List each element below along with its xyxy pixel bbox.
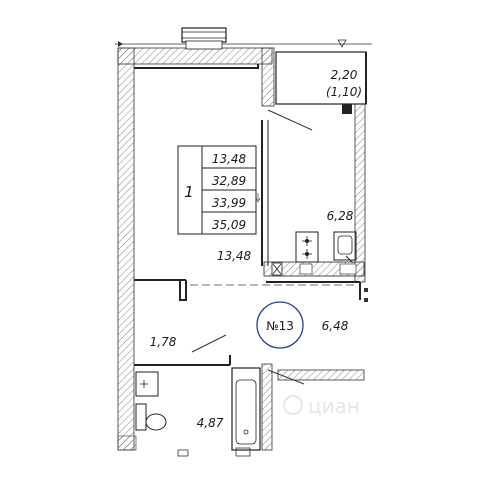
watermark-text: циан xyxy=(308,394,360,418)
summary-area-with-balcony-full: 35,09 xyxy=(212,218,246,232)
hallway-area-label: 6,48 xyxy=(322,319,349,333)
summary-area-with-balcony-reduced: 33,99 xyxy=(212,196,246,210)
entry-arrow-mark xyxy=(255,193,261,203)
washbasin-icon xyxy=(135,371,159,397)
toilet-icon xyxy=(135,403,167,431)
kitchen-stove-icon xyxy=(295,231,319,263)
balcony-area-label: 2,20 xyxy=(331,68,358,82)
bathroom-area-label: 4,87 xyxy=(197,416,224,430)
apartment-badge-circle xyxy=(256,301,304,349)
summary-total-area: 32,89 xyxy=(212,174,246,188)
window-top xyxy=(181,27,227,50)
balcony-reduced-area-label: (1,10) xyxy=(326,85,362,99)
wardrobe-area-label: 1,78 xyxy=(150,335,177,349)
watermark: циан xyxy=(283,394,360,418)
kitchen-sink-icon xyxy=(333,231,357,263)
kitchen-area-label: 6,28 xyxy=(327,209,354,223)
apartment-number-badge: №13 xyxy=(256,301,304,349)
kitchen-counter xyxy=(263,261,365,277)
area-summary-table: 1 13,48 32,89 33,99 35,09 xyxy=(177,145,257,235)
interior-walls xyxy=(134,64,361,366)
balcony-outline xyxy=(275,51,367,114)
living-room-area-label: 13,48 xyxy=(217,249,252,263)
room-count: 1 xyxy=(184,183,194,201)
door-swings xyxy=(191,109,313,385)
top-dimension-line xyxy=(115,39,372,48)
summary-living-area: 13,48 xyxy=(212,152,247,166)
right-edge-marks xyxy=(364,288,368,302)
bottom-utilities xyxy=(177,447,251,457)
apartment-number: №13 xyxy=(266,319,294,333)
bathtub-icon xyxy=(231,367,261,451)
